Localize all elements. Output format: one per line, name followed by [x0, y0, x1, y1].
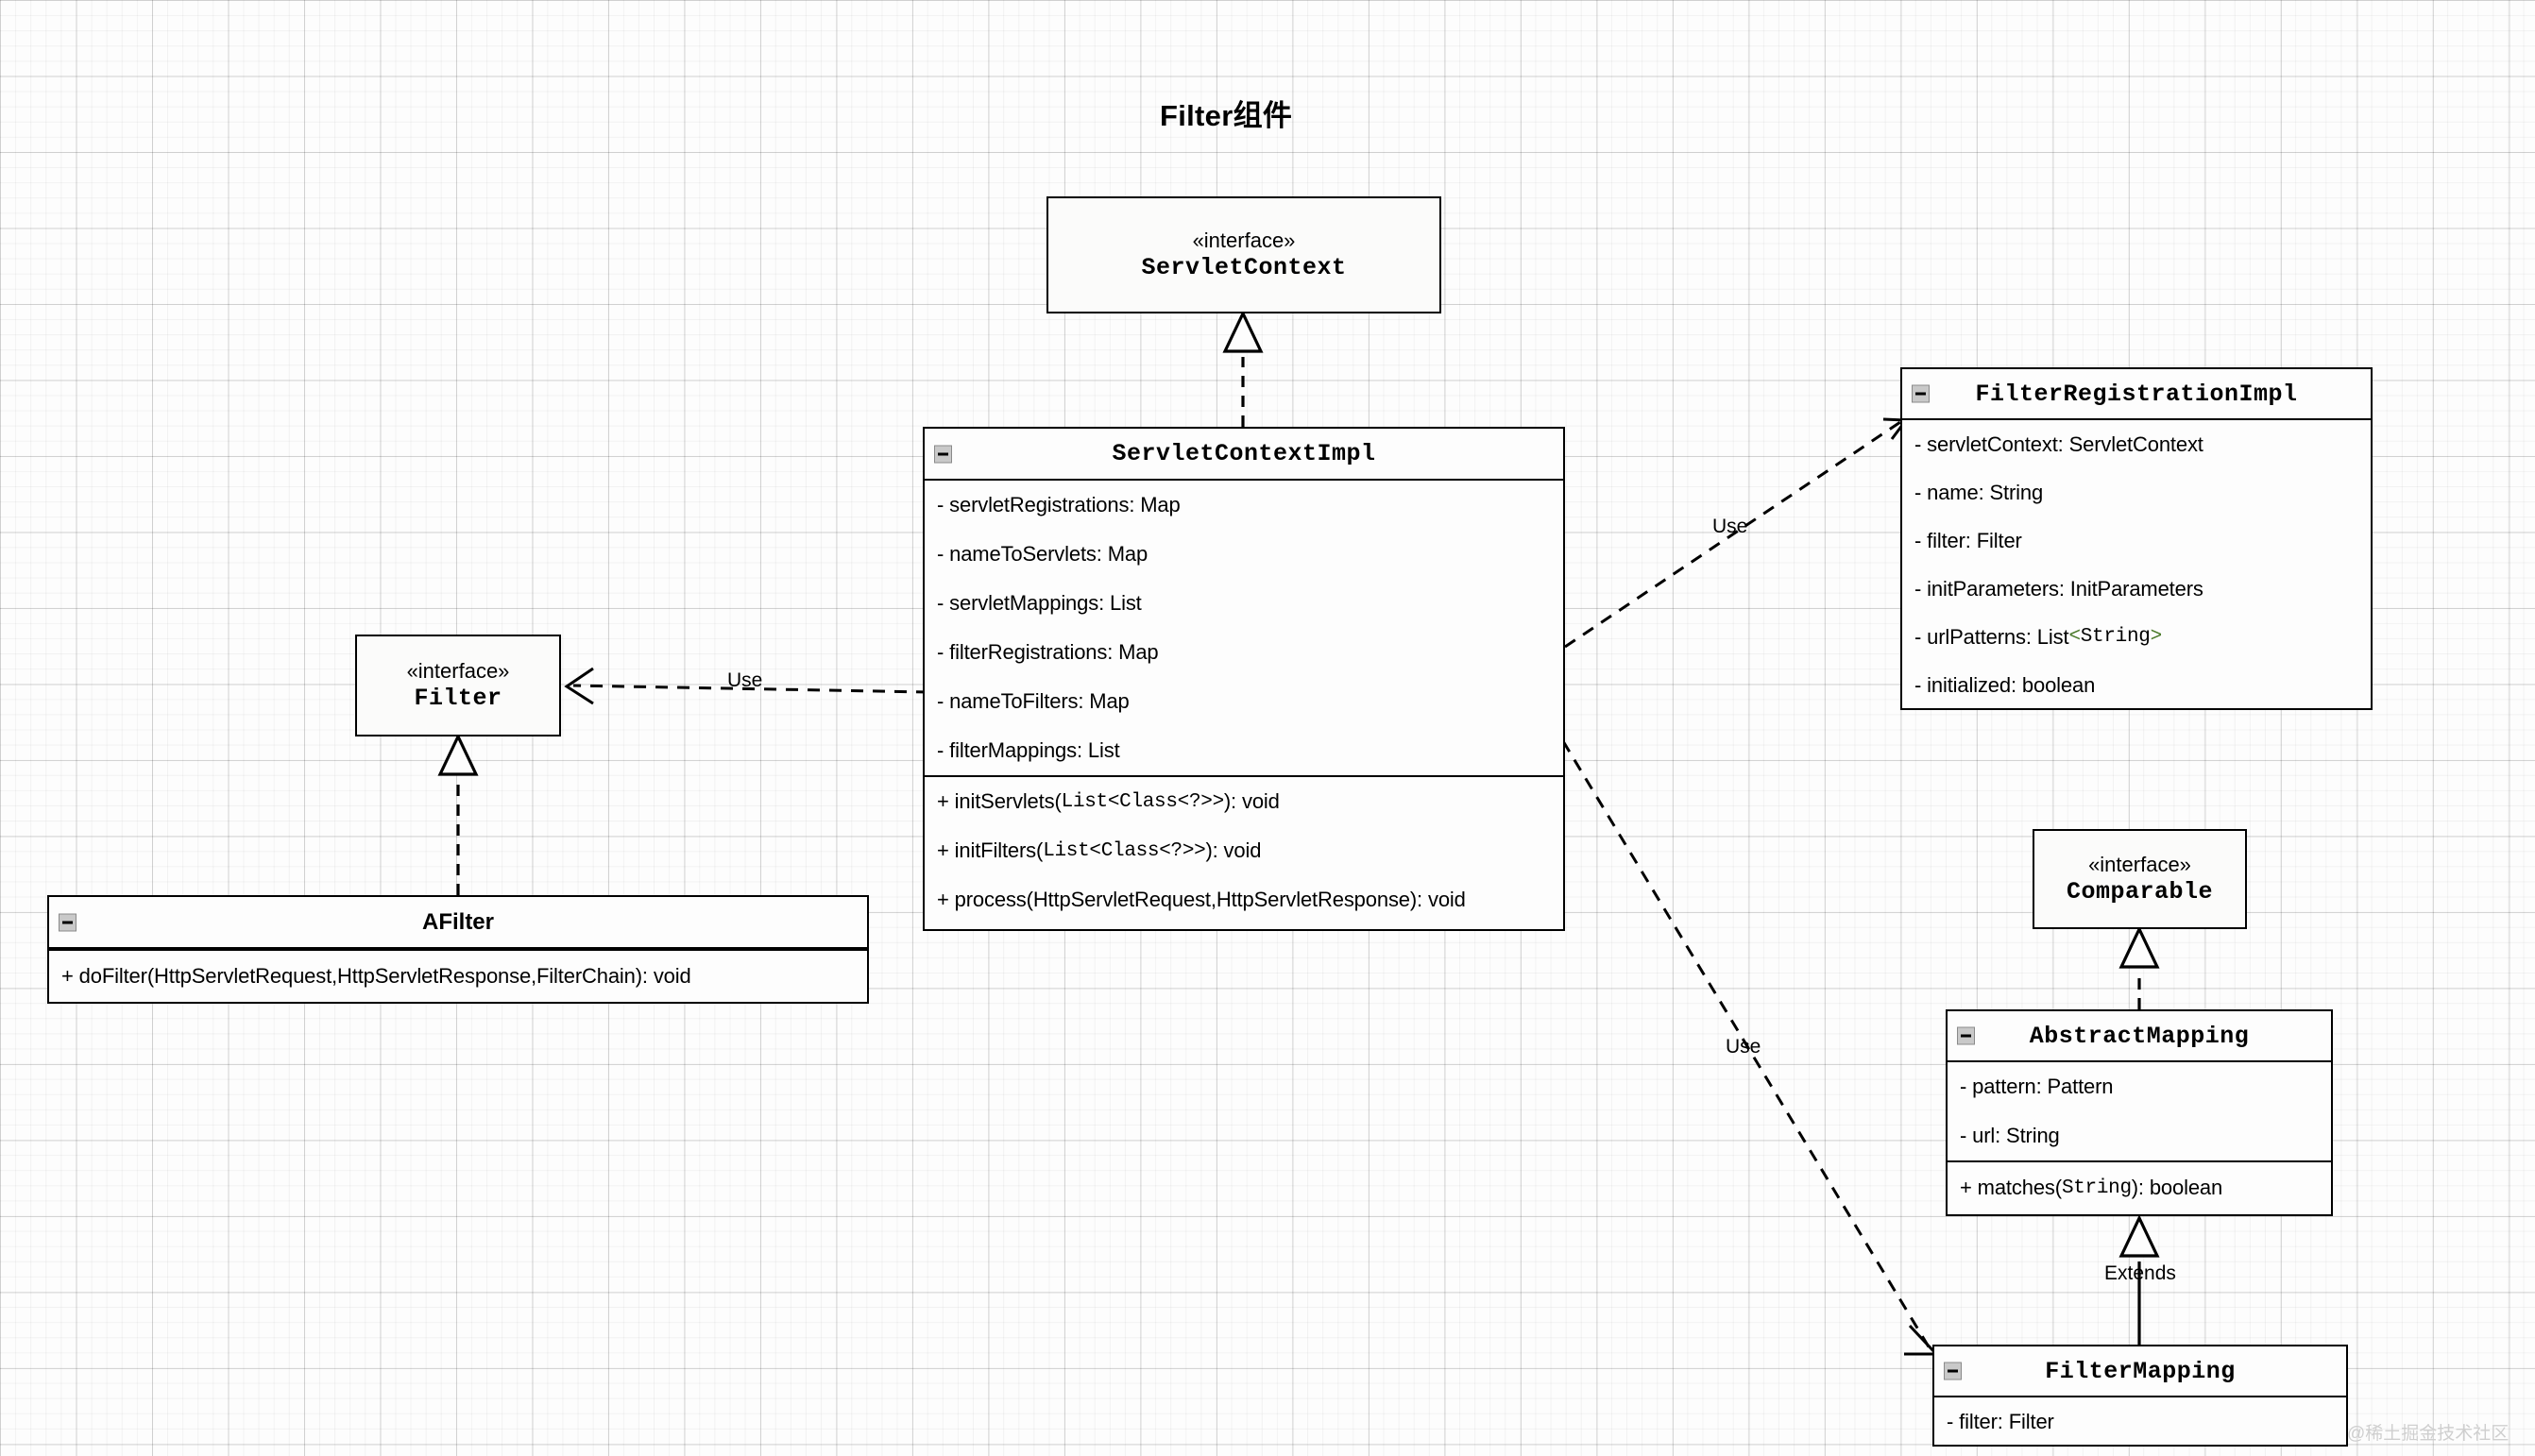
class-header-afilter: AFilter — [49, 897, 867, 949]
edge-label-use-filterregistration: Use — [1712, 516, 1748, 537]
method-suffix: ): boolean — [2131, 1176, 2223, 1199]
method-generic: List<Class<?>> — [1061, 790, 1225, 813]
edge-afilter-realizes-filter — [437, 733, 479, 895]
class-box-servlet-context[interactable]: «interface» ServletContext — [1046, 196, 1441, 313]
attribute-row: - servletRegistrations: Map — [937, 493, 1181, 516]
page-title: Filter组件 — [1160, 99, 1293, 132]
class-name-label: ServletContextImpl — [1112, 440, 1376, 467]
method-prefix: + matches( — [1960, 1176, 2062, 1199]
class-header-filter-mapping: FilterMapping — [1934, 1346, 2346, 1397]
class-name-label: AbstractMapping — [2029, 1022, 2250, 1050]
generic-open-bracket: < — [2068, 626, 2081, 648]
method-prefix: + initFilters( — [937, 838, 1044, 862]
method-row: + matches(String): boolean — [1948, 1162, 2331, 1213]
attribute-row: - nameToServlets: Map — [937, 542, 1148, 566]
method-generic: List<Class<?>> — [1043, 839, 1206, 862]
attribute-row: - nameToFilters: Map — [937, 689, 1130, 713]
attribute-row: - url: String — [1960, 1124, 2060, 1147]
attribute-row: - name: String — [1914, 480, 2044, 504]
class-header-servlet-context-impl: ServletContextImpl — [925, 429, 1563, 481]
method-generic: String — [2061, 1177, 2132, 1199]
attribute-row: - urlPatterns: List<String> — [1902, 613, 2371, 661]
generic-type: String — [2080, 626, 2151, 648]
edge-abstractmapping-realizes-comparable — [2118, 925, 2160, 1009]
attributes-compartment: - servletRegistrations: Map - nameToServ… — [925, 481, 1563, 775]
class-header-abstract-mapping: AbstractMapping — [1948, 1011, 2331, 1062]
class-box-filter[interactable]: «interface» Filter — [355, 635, 561, 736]
attribute-row: - pattern: Pattern — [1960, 1075, 2114, 1098]
attribute-row: - initParameters: InitParameters — [1914, 576, 2203, 601]
class-name-label: AFilter — [421, 908, 494, 935]
method-suffix: ): void — [1223, 789, 1280, 813]
minus-collapse-icon[interactable] — [59, 913, 77, 931]
edge-label-extends: Extends — [2104, 1262, 2176, 1284]
watermark: @稀土掘金技术社区 — [2347, 1424, 2509, 1444]
class-box-filter-registration-impl[interactable]: FilterRegistrationImpl - servletContext:… — [1900, 367, 2373, 710]
generic-close-bracket: > — [2150, 626, 2163, 648]
class-box-afilter[interactable]: AFilter + doFilter(HttpServletRequest,Ht… — [47, 895, 869, 1004]
attribute-text: - urlPatterns: List — [1914, 624, 2069, 649]
class-box-filter-mapping[interactable]: FilterMapping - filter: Filter — [1932, 1345, 2348, 1447]
class-header-servlet-context: «interface» ServletContext — [1048, 198, 1439, 312]
stereotype-label: «interface» — [2088, 852, 2191, 876]
method-row: + process(HttpServletRequest,HttpServlet… — [925, 875, 1563, 924]
minus-collapse-icon[interactable] — [934, 445, 952, 463]
minus-collapse-icon[interactable] — [1957, 1026, 1975, 1045]
edge-label-use-filter: Use — [727, 669, 763, 691]
class-box-comparable[interactable]: «interface» Comparable — [2033, 829, 2247, 929]
edge-impl-realizes-servletcontext — [1222, 310, 1264, 427]
class-header-filter: «interface» Filter — [357, 636, 559, 735]
method-row: + doFilter(HttpServletRequest,HttpServle… — [61, 964, 691, 988]
method-suffix: ): void — [1205, 838, 1262, 862]
class-name-label: ServletContext — [1141, 254, 1347, 282]
class-name-label: FilterRegistrationImpl — [1975, 380, 2298, 408]
attribute-row: - servletContext: ServletContext — [1914, 432, 2203, 456]
attributes-compartment: - filter: Filter — [1934, 1397, 2346, 1447]
method-prefix: + process(HttpServletRequest,HttpServlet… — [937, 888, 1466, 911]
attributes-compartment: - pattern: Pattern - url: String — [1948, 1062, 2331, 1160]
minus-collapse-icon[interactable] — [1912, 384, 1930, 403]
stereotype-label: «interface» — [406, 658, 510, 683]
attribute-row: - initialized: boolean — [1914, 672, 2096, 697]
method-row: + initServlets(List<Class<?>>): void — [925, 777, 1563, 826]
class-header-filter-registration-impl: FilterRegistrationImpl — [1902, 369, 2371, 420]
method-prefix: + initServlets( — [937, 789, 1062, 813]
class-name-label: FilterMapping — [2045, 1357, 2236, 1385]
edge-label-use-filtermapping: Use — [1726, 1036, 1761, 1058]
attribute-row: - filter: Filter — [1947, 1410, 2054, 1433]
attribute-row: - filterRegistrations: Map — [937, 640, 1159, 664]
class-box-servlet-context-impl[interactable]: ServletContextImpl - servletRegistration… — [923, 427, 1565, 931]
attribute-row: - filter: Filter — [1914, 528, 2022, 552]
attribute-row: - filterMappings: List — [937, 738, 1120, 762]
minus-collapse-icon[interactable] — [1944, 1362, 1962, 1380]
class-name-label: Comparable — [2066, 878, 2214, 906]
class-box-abstract-mapping[interactable]: AbstractMapping - pattern: Pattern - url… — [1946, 1009, 2333, 1216]
method-row: + initFilters(List<Class<?>>): void — [925, 826, 1563, 875]
attributes-compartment: - servletContext: ServletContext - name:… — [1902, 420, 2371, 709]
methods-compartment: + matches(String): boolean — [1948, 1160, 2331, 1213]
methods-compartment: + initServlets(List<Class<?>>): void + i… — [925, 775, 1563, 924]
methods-compartment: + doFilter(HttpServletRequest,HttpServle… — [49, 949, 867, 1002]
class-header-comparable: «interface» Comparable — [2034, 831, 2245, 927]
attribute-row: - servletMappings: List — [937, 591, 1142, 615]
class-name-label: Filter — [414, 685, 502, 713]
stereotype-label: «interface» — [1192, 228, 1296, 252]
